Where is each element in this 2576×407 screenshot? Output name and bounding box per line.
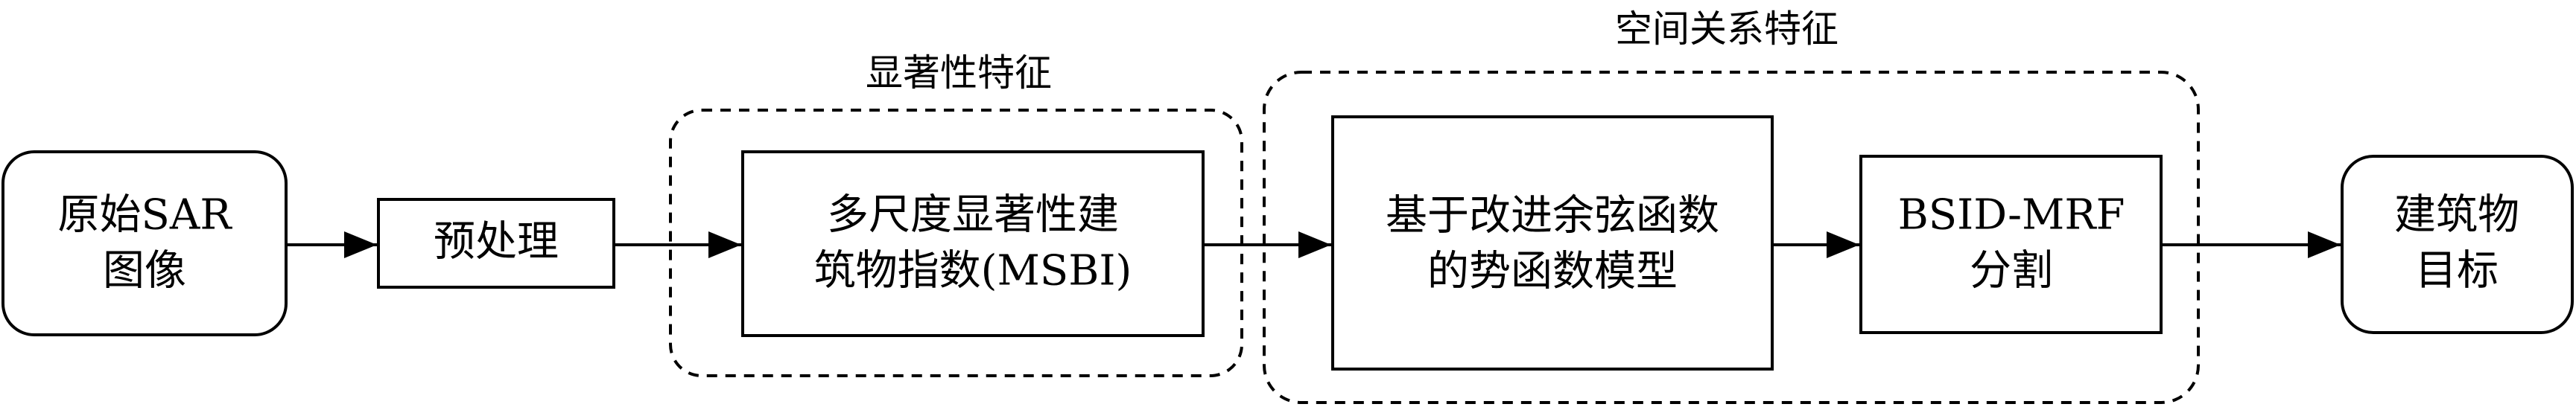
msbi-node-box xyxy=(741,150,1205,337)
node-building-target: 建筑物 目标 xyxy=(2341,155,2574,334)
potential-node-box xyxy=(1331,115,1774,371)
segmentation-node-box xyxy=(1859,155,2163,334)
node-msbi: 多尺度显著性建 筑物指数(MSBI) xyxy=(741,150,1205,337)
target-node-box xyxy=(2341,155,2574,334)
saliency-group-title: 显著性特征 xyxy=(866,51,1052,94)
spatial-group-border xyxy=(1263,71,2200,404)
node-potential-function-model: 基于改进余弦函数 的势函数模型 xyxy=(1331,115,1774,371)
node-source-sar-image: 原始SAR 图像 xyxy=(1,150,288,336)
saliency-group-border xyxy=(669,109,1243,377)
segmentation-node-line-1: BSID-MRF xyxy=(1898,191,2125,240)
target-node-line-2: 目标 xyxy=(2415,247,2499,295)
potential-node-line-2: 的势函数模型 xyxy=(1427,248,1678,296)
saliency-feature-group: 显著性特征 xyxy=(669,51,1243,377)
spatial-group-title: 空间关系特征 xyxy=(1615,7,1839,51)
spatial-feature-group: 空间关系特征 xyxy=(1263,7,2200,404)
preprocess-node-box xyxy=(377,198,615,289)
msbi-node-line-2: 筑物指数(MSBI) xyxy=(814,247,1132,295)
target-node-line-1: 建筑物 xyxy=(2394,191,2519,240)
preprocess-node-label: 预处理 xyxy=(434,218,559,266)
node-preprocess: 预处理 xyxy=(377,198,615,289)
source-node-line-2: 图像 xyxy=(103,247,186,295)
source-node-line-1: 原始SAR xyxy=(58,191,233,240)
source-node-box xyxy=(1,150,288,336)
node-bsid-mrf-segmentation: BSID-MRF 分割 xyxy=(1859,155,2163,334)
segmentation-node-line-2: 分割 xyxy=(1970,247,2053,295)
potential-node-line-1: 基于改进余弦函数 xyxy=(1386,192,1719,240)
msbi-node-line-1: 多尺度显著性建 xyxy=(827,191,1119,240)
